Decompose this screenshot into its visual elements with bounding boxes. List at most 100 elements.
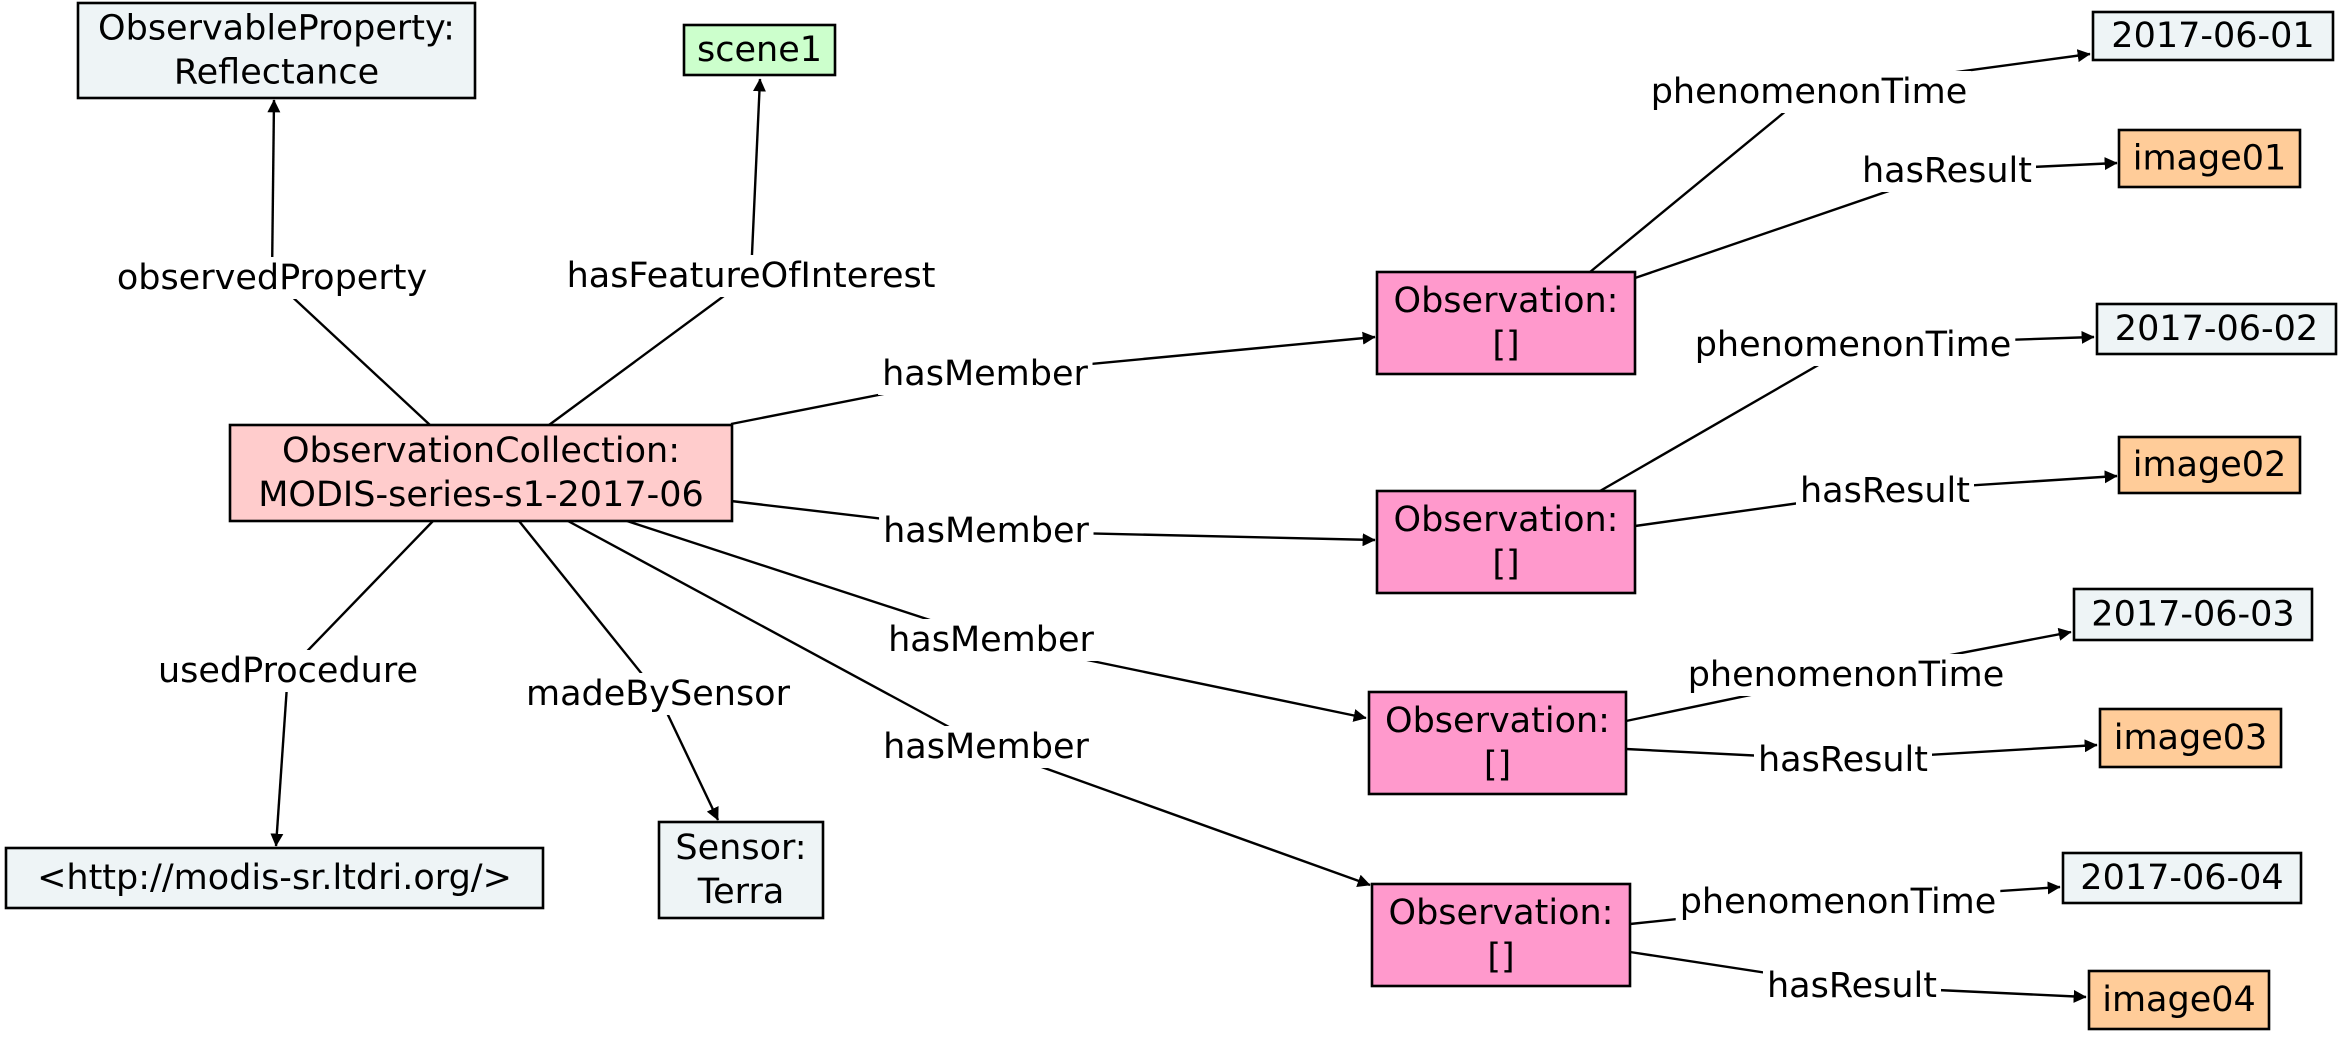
edge-label-background: [562, 255, 940, 297]
edge-line-made-by-sensor: [518, 520, 659, 695]
node-image-2[interactable]: image02: [2117, 435, 2302, 495]
node-box: [1370, 882, 1632, 988]
node-image-3[interactable]: image03: [2098, 707, 2283, 769]
node-box: [2098, 707, 2283, 769]
node-label: image03: [2114, 718, 2268, 758]
edge-label-phenomenon-time: phenomenonTime: [1680, 882, 1997, 922]
edge-arrow-has-feature-of-interest: [749, 78, 766, 277]
node-label: ObservableProperty:: [98, 9, 455, 49]
edge-label-has-member: hasMember: [888, 620, 1094, 660]
node-label: []: [1492, 544, 1519, 584]
node-box: [2095, 302, 2338, 356]
node-procedure[interactable]: <http://modis-sr.ltdri.org/>: [4, 846, 545, 910]
node-box: [2072, 587, 2314, 642]
node-label: 2017-06-02: [2115, 309, 2318, 349]
edge-line-phenomenon-time: [1589, 91, 1810, 273]
node-image-4[interactable]: image04: [2087, 969, 2271, 1031]
node-box: [2091, 10, 2335, 62]
edge-line-phenomenon-time: [1599, 343, 1854, 493]
node-label: Terra: [697, 872, 785, 912]
node-box: [1367, 690, 1628, 796]
node-label: image02: [2133, 445, 2287, 485]
node-box: [2117, 435, 2302, 495]
node-box: [4, 846, 545, 910]
edge-label-has-member: hasMember: [883, 727, 1089, 767]
edge-arrow-observed-property: [267, 99, 281, 279]
node-observation-3[interactable]: Observation:[]: [1367, 690, 1628, 796]
edge-label-background: [1762, 965, 1942, 1007]
edge-label-has-member: hasMember: [882, 354, 1088, 394]
edge-label-background: [153, 650, 423, 692]
node-box: [682, 23, 837, 77]
node-date-3[interactable]: 2017-06-03: [2072, 587, 2314, 642]
edge-label-background: [1753, 739, 1933, 781]
node-box: [2087, 969, 2271, 1031]
edge-label-background: [1795, 470, 1975, 512]
edges-layer: [267, 49, 2118, 1003]
node-label: Observation:: [1389, 893, 1614, 933]
node-box: [228, 423, 734, 523]
edge-arrow-used-procedure: [270, 670, 290, 847]
edge-label-background: [112, 257, 432, 299]
node-scene[interactable]: scene1: [682, 23, 837, 77]
edge-label-background: [884, 619, 1099, 661]
node-label: Reflectance: [174, 53, 379, 93]
edge-label-has-feature-of-interest: hasFeatureOfInterest: [567, 256, 936, 296]
node-collection[interactable]: ObservationCollection:MODIS-series-s1-20…: [228, 423, 734, 523]
edge-label-phenomenon-time: phenomenonTime: [1651, 72, 1968, 112]
node-observation-1[interactable]: Observation:[]: [1375, 270, 1637, 376]
edge-label-made-by-sensor: madeBySensor: [526, 674, 791, 714]
edge-label-has-result: hasResult: [1862, 151, 2032, 191]
node-label: ObservationCollection:: [282, 431, 680, 471]
node-label: 2017-06-01: [2111, 16, 2314, 56]
edge-label-background: [1675, 881, 2001, 923]
node-label: []: [1492, 325, 1519, 365]
edge-line-used-procedure: [287, 520, 434, 672]
node-label: Sensor:: [675, 828, 806, 868]
node-label: []: [1484, 745, 1511, 785]
node-image-1[interactable]: image01: [2117, 128, 2302, 189]
node-observable-property[interactable]: ObservableProperty:Reflectance: [76, 1, 477, 100]
edge-label-background: [879, 726, 1094, 768]
edge-label-background: [1690, 324, 2016, 366]
node-label: image04: [2102, 980, 2256, 1020]
edge-label-background: [1683, 654, 2009, 696]
node-box: [657, 820, 825, 920]
node-observation-4[interactable]: Observation:[]: [1370, 882, 1632, 988]
node-label: Observation:: [1394, 281, 1619, 321]
edge-label-background: [878, 353, 1093, 395]
edge-line-has-feature-of-interest: [548, 275, 752, 426]
node-date-4[interactable]: 2017-06-04: [2061, 851, 2303, 905]
edge-label-background: [522, 673, 795, 715]
edge-label-phenomenon-time: phenomenonTime: [1688, 655, 2005, 695]
edge-label-phenomenon-time: phenomenonTime: [1695, 325, 2012, 365]
nodes-layer: ObservableProperty:Reflectancescene1Obse…: [4, 1, 2338, 1031]
node-label: image01: [2133, 139, 2287, 179]
node-date-1[interactable]: 2017-06-01: [2091, 10, 2335, 62]
edge-label-used-procedure: usedProcedure: [158, 651, 418, 691]
node-observation-2[interactable]: Observation:[]: [1375, 489, 1637, 595]
node-label: 2017-06-04: [2080, 858, 2283, 898]
edge-line-has-member: [567, 519, 987, 749]
edge-label-has-result: hasResult: [1758, 740, 1928, 780]
edge-label-observed-property: observedProperty: [117, 258, 427, 298]
node-label: scene1: [697, 30, 822, 70]
edge-label-has-result: hasResult: [1800, 471, 1970, 511]
node-sensor[interactable]: Sensor:Terra: [657, 820, 825, 920]
node-date-2[interactable]: 2017-06-02: [2095, 302, 2338, 356]
node-label: <http://modis-sr.ltdri.org/>: [37, 858, 512, 898]
node-label: Observation:: [1385, 701, 1610, 741]
edge-line-observed-property: [271, 277, 431, 426]
node-label: Observation:: [1394, 500, 1619, 540]
node-label: MODIS-series-s1-2017-06: [258, 475, 704, 515]
node-box: [76, 1, 477, 100]
edge-label-background: [879, 510, 1094, 552]
labels-layer: observedProperty hasFeatureOfInterest used…: [112, 71, 2037, 1007]
node-box: [2061, 851, 2303, 905]
node-box: [1375, 489, 1637, 595]
edge-label-background: [1646, 71, 1972, 113]
node-box: [1375, 270, 1637, 376]
edge-label-has-member: hasMember: [883, 511, 1089, 551]
